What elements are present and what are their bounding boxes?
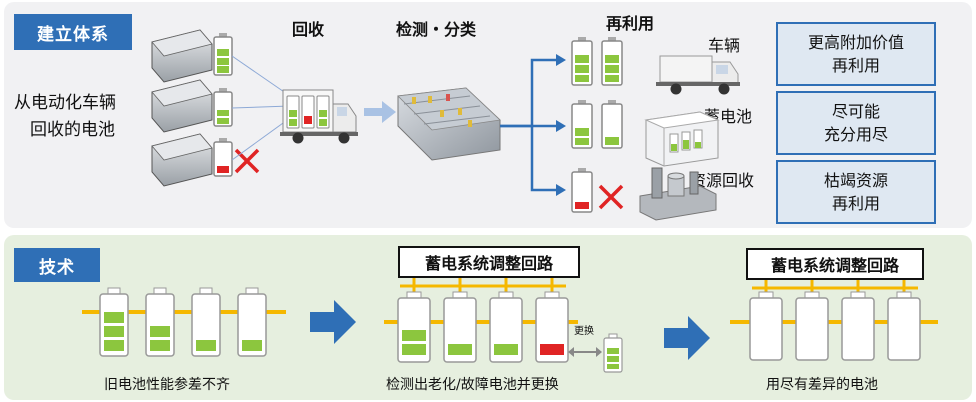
inspection-line-icon — [397, 87, 501, 161]
technology-label: 技术 — [14, 248, 100, 282]
value-storage-line2: 充分用尽 — [823, 125, 888, 144]
battery-icon — [443, 291, 477, 363]
storage-cabinet-icon — [644, 111, 720, 167]
branch-arrows — [500, 58, 556, 192]
value-vehicle-line1: 更高附加价值 — [807, 33, 904, 52]
battery-icon — [535, 291, 569, 363]
battery-icon — [887, 291, 921, 361]
value-vehicle-line2: 再利用 — [831, 56, 880, 75]
battery-icon — [571, 100, 593, 149]
battery-icon — [571, 168, 593, 213]
source-text-1: 从电动化车辆 — [14, 93, 116, 113]
caption-uneven: 旧电池性能参差不齐 — [104, 377, 230, 393]
circuit-title-right: 蓄电系统调整回路 — [746, 248, 924, 280]
caption-replace: 检测出老化/故障电池并更换 — [386, 377, 559, 393]
swap-arrow-icon — [568, 347, 602, 357]
circuit-title-middle: 蓄电系统调整回路 — [398, 246, 580, 278]
red-x-icon — [598, 184, 624, 210]
value-recycle-line1: 枯竭资源 — [823, 171, 888, 190]
battery-icon — [237, 287, 267, 357]
value-recycle-line2: 再利用 — [831, 194, 880, 213]
battery-pack-icon — [151, 133, 213, 187]
use-vehicle-label: 车辆 — [708, 36, 741, 55]
battery-icon — [841, 291, 875, 361]
battery-icon — [603, 333, 623, 373]
value-box-vehicle: 更高附加价值 再利用 — [776, 22, 936, 86]
truck-icon — [656, 55, 740, 95]
battery-icon — [99, 287, 129, 357]
flow-arrow-icon — [364, 101, 396, 123]
battery-icon — [601, 100, 623, 149]
value-storage-line1: 尽可能 — [831, 102, 880, 121]
system-label: 建立体系 — [14, 14, 132, 50]
stage-inspect: 检测・分类 — [396, 20, 477, 39]
battery-icon — [489, 291, 523, 363]
stage-reuse: 再利用 — [606, 14, 655, 33]
battery-icon — [749, 291, 783, 361]
battery-icon — [571, 37, 593, 86]
value-box-storage: 尽可能 充分用尽 — [776, 91, 936, 155]
caption-useup: 用尽有差异的电池 — [766, 377, 878, 393]
stage-collect: 回收 — [292, 20, 325, 39]
collection-truck-icon — [280, 89, 358, 144]
source-text-2: 回收的电池 — [30, 120, 115, 140]
recycling-plant-icon — [639, 167, 717, 221]
battery-icon — [213, 88, 233, 127]
value-box-recycle: 枯竭资源 再利用 — [776, 160, 936, 224]
battery-icon — [601, 37, 623, 86]
replace-label: 更换 — [574, 326, 594, 337]
battery-pack-icon — [151, 29, 213, 83]
battery-icon — [145, 287, 175, 357]
big-arrow-icon — [664, 316, 710, 360]
battery-pack-icon — [151, 79, 213, 133]
battery-icon — [397, 291, 431, 363]
battery-icon — [213, 138, 233, 177]
red-x-icon — [234, 148, 260, 174]
use-recycle-label: 资源回收 — [690, 171, 755, 190]
battery-icon — [795, 291, 829, 361]
battery-icon — [191, 287, 221, 357]
big-arrow-icon — [310, 300, 356, 344]
